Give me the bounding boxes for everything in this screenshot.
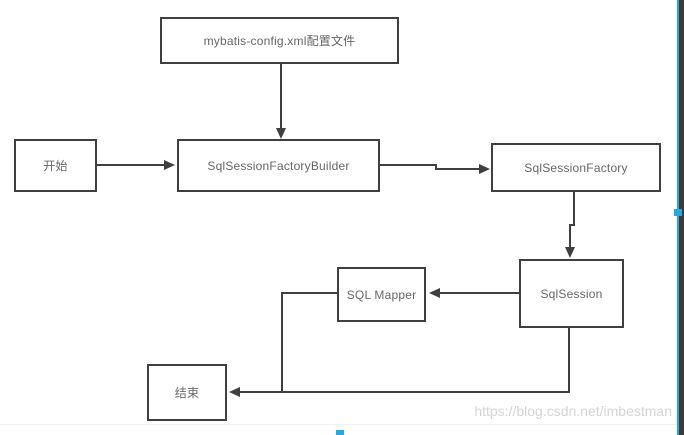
- edge-factory-to-session-jog: [569, 224, 575, 226]
- node-sqlsession-label: SqlSession: [540, 286, 603, 301]
- node-sql-mapper: SQL Mapper: [337, 267, 426, 322]
- arrowhead-down-icon: [276, 128, 286, 139]
- edge-mapper-merge-line: [281, 292, 337, 294]
- edge-session-to-mapper-line: [440, 292, 519, 294]
- edge-session-to-end-line: [568, 327, 570, 393]
- edge-config-to-builder-line: [280, 64, 282, 130]
- node-end: 结束: [147, 364, 227, 421]
- selection-resize-handle-right[interactable]: [674, 209, 682, 216]
- node-sqlsessionfactorybuilder: SqlSessionFactoryBuilder: [177, 139, 380, 192]
- node-sqlsessionfactory-label: SqlSessionFactory: [524, 160, 628, 175]
- arrowhead-right-icon: [164, 160, 175, 170]
- edge-builder-to-factory-line2: [435, 168, 480, 170]
- edge-mapper-merge-line2: [281, 292, 283, 393]
- arrowhead-left-icon: [429, 288, 440, 298]
- arrowhead-right-icon: [479, 164, 490, 174]
- selection-resize-handle-bottom[interactable]: [336, 430, 344, 435]
- edge-start-to-builder-line: [97, 164, 165, 166]
- arrowhead-down-icon: [565, 247, 575, 258]
- watermark-url: https://blog.csdn.net/imbestman: [474, 403, 672, 419]
- node-sqlsessionfactorybuilder-label: SqlSessionFactoryBuilder: [207, 158, 350, 173]
- node-mybatis-config-label: mybatis-config.xml配置文件: [203, 34, 356, 48]
- edge-factory-to-session-line2: [569, 224, 571, 248]
- node-sql-mapper-label: SQL Mapper: [346, 287, 417, 302]
- arrowhead-left-icon: [229, 387, 240, 397]
- node-sqlsession: SqlSession: [519, 259, 624, 328]
- node-start: 开始: [14, 139, 97, 192]
- selection-border-line: [677, 0, 679, 435]
- edge-factory-to-session-line: [573, 191, 575, 226]
- window-edge-strip: [679, 0, 684, 435]
- edge-builder-to-factory-line: [379, 164, 437, 166]
- node-sqlsessionfactory: SqlSessionFactory: [491, 143, 661, 192]
- node-end-label: 结束: [174, 386, 200, 400]
- node-mybatis-config: mybatis-config.xml配置文件: [160, 17, 399, 64]
- edge-builder-to-factory-jog: [435, 164, 437, 170]
- canvas-bottom-divider: [0, 424, 684, 425]
- node-start-label: 开始: [43, 159, 68, 173]
- edge-session-to-end-line2: [240, 391, 570, 393]
